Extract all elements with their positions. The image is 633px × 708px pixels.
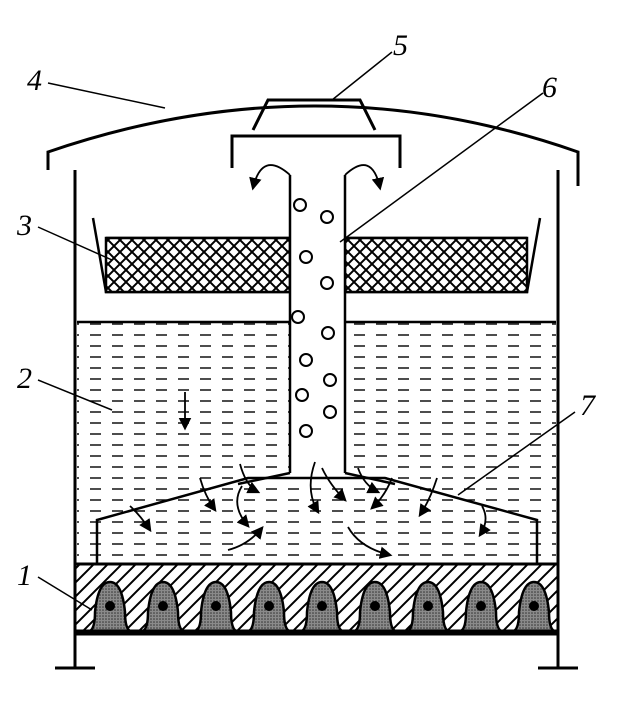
label-5: 5 [393, 29, 408, 62]
central-tube [237, 175, 396, 486]
flow-arrows [129, 164, 491, 559]
spreader-cap [230, 134, 402, 168]
lid [46, 104, 580, 186]
label-7: 7 [580, 389, 597, 422]
base-spreader [95, 476, 539, 564]
label-1: 1 [17, 559, 32, 592]
leader-lines [37, 51, 576, 611]
lid-knob [251, 98, 377, 131]
label-3: 3 [16, 209, 32, 242]
label-6: 6 [542, 71, 557, 104]
coffee-basket [91, 217, 542, 294]
heater-wire-dots [105, 601, 539, 611]
label-4: 4 [27, 64, 42, 97]
rising-bubbles [291, 198, 337, 438]
label-2: 2 [17, 362, 32, 395]
heater-base [73, 562, 560, 636]
